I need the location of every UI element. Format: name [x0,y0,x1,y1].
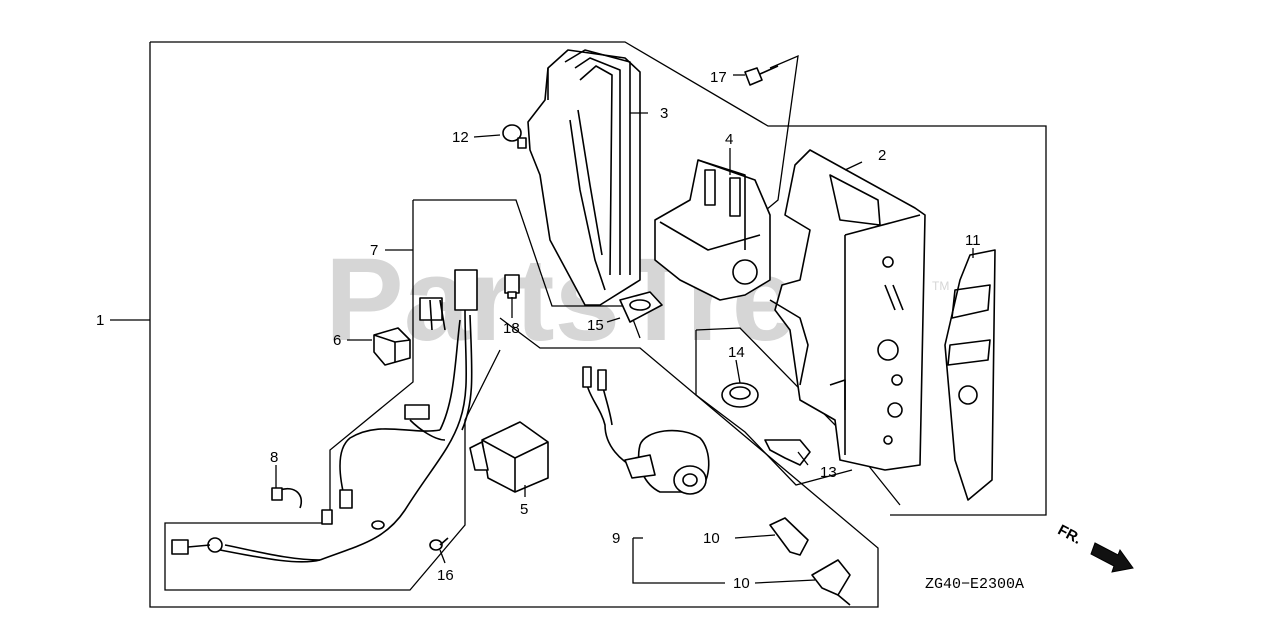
diagram-code: ZG40−E2300A [925,576,1024,593]
part-14-clip [721,382,759,408]
callouts: 1 2 3 4 5 6 7 8 9 10 10 11 12 13 14 15 1… [96,69,981,592]
callout-6[interactable]: 6 [333,332,341,349]
callout-3[interactable]: 3 [660,105,668,122]
part-15-grommet [619,291,663,323]
callout-4[interactable]: 4 [725,131,733,148]
assembly-1-outline [149,42,879,608]
bracket-group-outline-bottom [695,330,853,486]
front-arrow-label: FR. [1055,521,1084,547]
part-18-fuse [504,274,520,299]
bolt-17-leader [759,54,799,216]
part-13-stay [764,439,811,466]
front-arrow-icon [1090,542,1134,573]
part-5-relay [469,421,549,493]
part-11-label-plate [944,249,996,501]
callout-5[interactable]: 5 [520,501,528,518]
part-8-clamp [271,487,302,509]
callout-15[interactable]: 15 [587,317,604,334]
callout-16[interactable]: 16 [437,567,454,584]
part-12-grommet [502,124,527,149]
leader-lines [110,74,974,584]
part-16-screw [429,537,449,551]
callout-10-upper[interactable]: 10 [703,530,720,547]
callout-7[interactable]: 7 [370,242,378,259]
callout-9[interactable]: 9 [612,530,620,547]
part-6-block [373,327,411,366]
callout-18[interactable]: 18 [503,320,520,337]
callout-14[interactable]: 14 [728,344,745,361]
assembly-1-outline-top [150,41,1047,516]
callout-8[interactable]: 8 [270,449,278,466]
part-17-bolt [744,65,779,86]
front-arrow: FR. [1055,521,1134,573]
part-4-bracket [654,159,771,301]
callout-13[interactable]: 13 [820,464,837,481]
callout-17[interactable]: 17 [710,69,727,86]
assembly-outlines [149,41,1047,608]
callout-11[interactable]: 11 [965,232,981,249]
part-3-cover [527,49,641,306]
part-10-keys [769,517,851,606]
part-9-key-switch [582,366,710,495]
harness-group-outline [164,200,501,591]
part-7-harness [171,269,478,563]
callout-10-lower[interactable]: 10 [733,575,750,592]
bracket-group-outline [695,327,901,506]
part-2-control-box [769,149,926,471]
callout-12[interactable]: 12 [452,129,469,146]
callout-2[interactable]: 2 [878,147,886,164]
callout-1[interactable]: 1 [96,312,104,329]
watermark-trademark: TM [932,279,949,293]
